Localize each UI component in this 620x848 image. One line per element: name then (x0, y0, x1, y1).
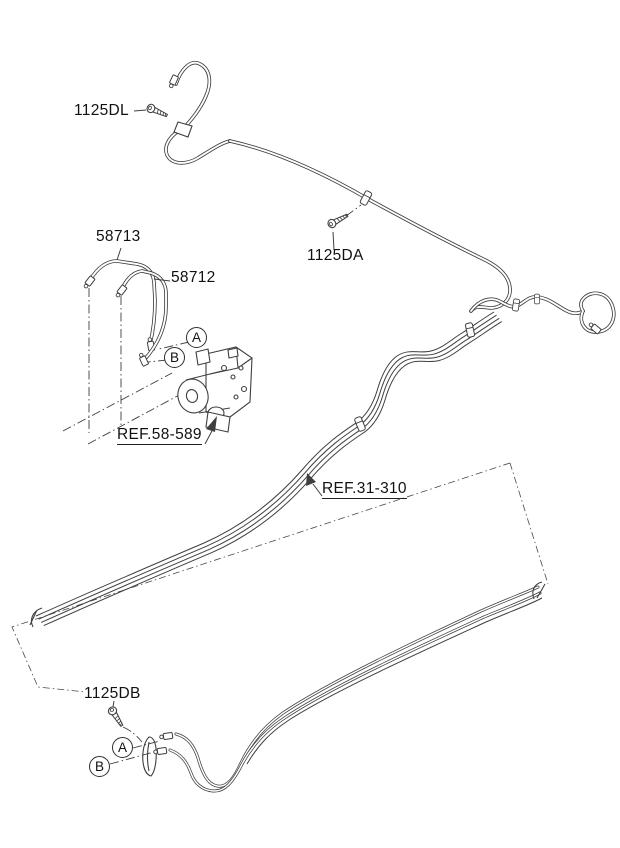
ref-link-58-589[interactable]: REF.58-589 (117, 426, 202, 445)
callout-b-lower: B (89, 756, 110, 777)
bolt-1125dl-drawing (145, 102, 170, 120)
line-clips (353, 189, 540, 433)
tube-58713-drawing (82, 259, 157, 352)
callout-b-upper: B (164, 347, 185, 368)
part-label-58713[interactable]: 58713 (96, 228, 141, 245)
callout-a-upper: A (186, 327, 207, 348)
floor-outline-dashed (11, 462, 549, 693)
ref-link-31-310[interactable]: REF.31-310 (322, 480, 407, 499)
mid-tube-bundle-drawing (29, 311, 503, 628)
bolt-1125da-drawing (326, 211, 350, 230)
part-label-1125db[interactable]: 1125DB (84, 685, 141, 702)
ref-arrows (204, 416, 323, 497)
part-label-1125da[interactable]: 1125DA (307, 247, 364, 264)
hydraulic-module-drawing (177, 346, 253, 433)
front-brake-hose-drawing (164, 60, 232, 165)
rear-tube-assembly-drawing (142, 581, 546, 793)
tube-58712-drawing (114, 269, 168, 367)
part-label-58712[interactable]: 58712 (171, 269, 216, 286)
label-leader-lines (109, 109, 362, 765)
part-label-1125dl[interactable]: 1125DL (74, 102, 129, 119)
bolt-1125db-drawing (106, 704, 126, 729)
front-brake-line-drawing (228, 139, 512, 313)
callout-a-lower: A (112, 737, 133, 758)
